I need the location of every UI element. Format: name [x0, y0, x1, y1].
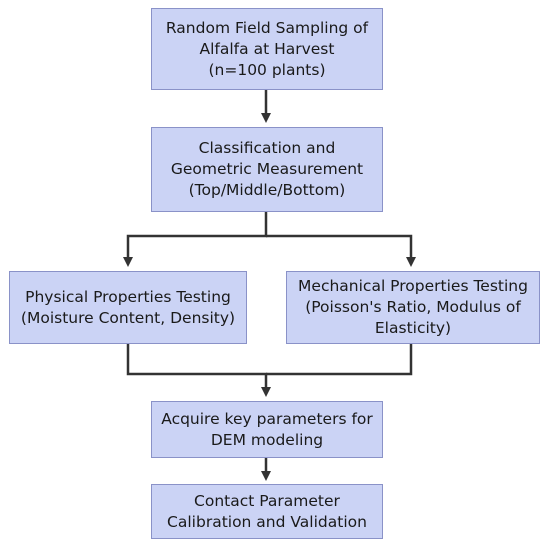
node-classification-measurement-label: Classification and Geometric Measurement…	[170, 139, 364, 199]
edge-classification-to-physical	[123, 212, 268, 267]
node-calibration-validation: Contact Parameter Calibration and Valida…	[151, 484, 383, 539]
node-mechanical-properties: Mechanical Properties Testing (Poisson's…	[286, 271, 540, 344]
node-field-sampling-label: Random Field Sampling of Alfalfa at Harv…	[165, 18, 369, 79]
node-calibration-validation-label: Contact Parameter Calibration and Valida…	[167, 491, 367, 531]
edge-classification-to-mechanical	[266, 234, 416, 267]
node-classification-measurement: Classification and Geometric Measurement…	[151, 127, 383, 212]
node-field-sampling: Random Field Sampling of Alfalfa at Harv…	[151, 8, 383, 90]
edge-mechanical-to-parameters	[266, 344, 413, 376]
node-physical-properties: Physical Properties Testing (Moisture Co…	[9, 271, 247, 344]
node-key-parameters: Acquire key parameters for DEM modeling	[151, 401, 383, 458]
edge-physical-to-parameters	[126, 344, 271, 397]
node-key-parameters-label: Acquire key parameters for DEM modeling	[161, 409, 373, 449]
node-physical-properties-label: Physical Properties Testing (Moisture Co…	[20, 287, 236, 327]
node-mechanical-properties-label: Mechanical Properties Testing (Poisson's…	[298, 277, 528, 337]
